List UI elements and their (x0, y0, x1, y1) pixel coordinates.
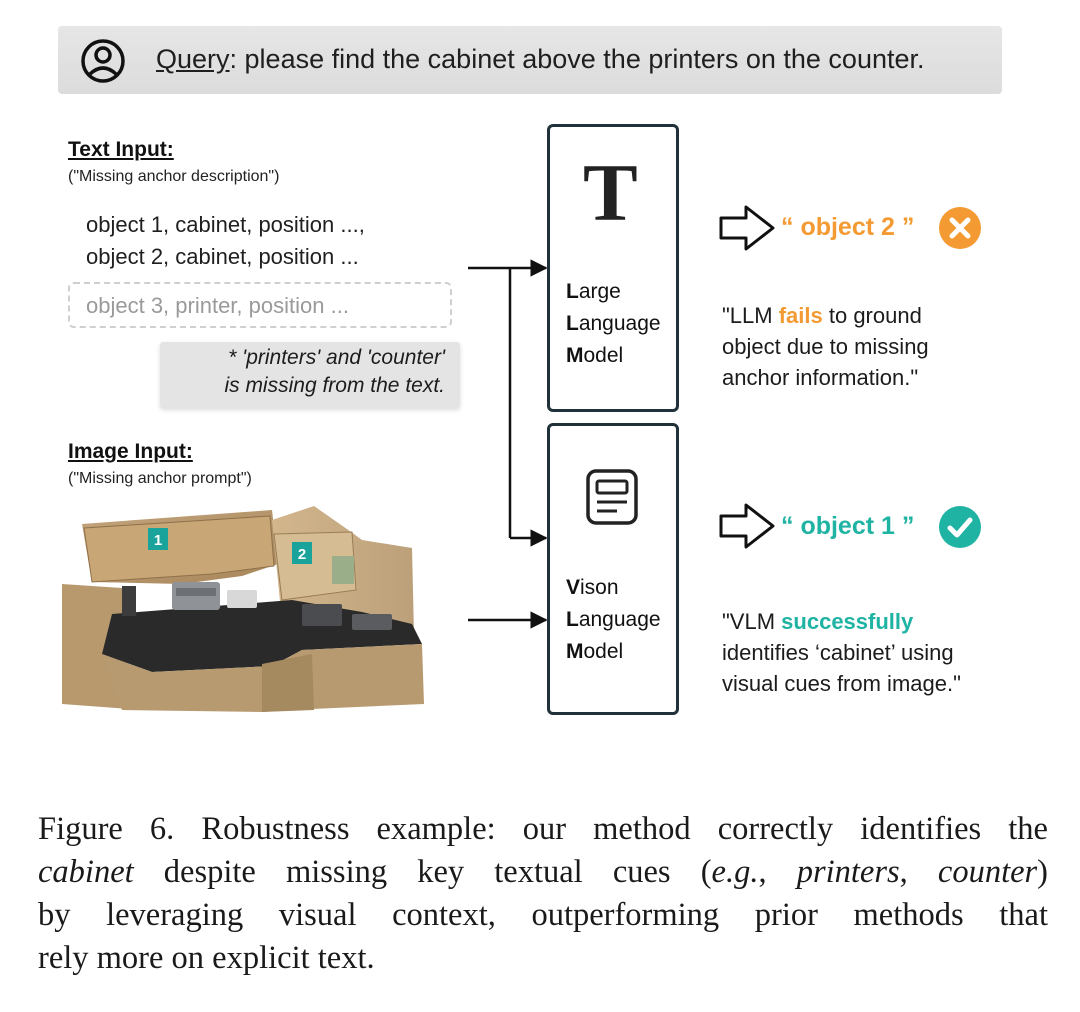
vlm-box (547, 423, 679, 715)
text-input-heading: Text Input: (68, 138, 174, 161)
llm-result: “ object 2 ” (781, 213, 915, 241)
llm-name-line-2: Language (566, 312, 661, 335)
caption-line-2: cabinet despite missing key textual cues… (38, 854, 1048, 890)
caption-line-3: by leveraging visual context, outperform… (38, 897, 1048, 933)
caption-line-4: rely more on explicit text. (38, 940, 375, 976)
vlm-name-line-1: Vison (566, 576, 619, 599)
fail-x-icon (939, 207, 981, 249)
marker-1 (148, 528, 168, 550)
missing-object-box (68, 282, 452, 328)
llm-name-line-3: Model (566, 344, 624, 367)
vlm-name: Vison Language Model (566, 572, 661, 668)
query-bar (58, 26, 1002, 94)
vlm-output-arrow-icon (719, 503, 775, 549)
llm-quote: "LLM fails to ground object due to missi… (722, 300, 929, 393)
llm-box (547, 124, 679, 412)
success-check-icon (939, 506, 981, 548)
figure-caption: Figure 6. Robustness example: our method… (38, 808, 1048, 980)
llm-output-arrow-icon (719, 205, 775, 251)
text-input-subtitle: ("Missing anchor description") (68, 168, 280, 185)
vlm-quote: "VLM successfully identifies ‘cabinet’ u… (722, 606, 961, 699)
scene-image: 1 2 (62, 506, 424, 712)
vlm-quote-line-1: "VLM successfully (722, 609, 914, 634)
text-object-1: object 1, cabinet, position ..., (86, 212, 365, 237)
user-icon (81, 39, 125, 83)
llm-quote-line-1: "LLM fails to ground (722, 303, 922, 328)
caption-line-1: Figure 6. Robustness example: our method… (38, 811, 1048, 847)
input-arrows (468, 259, 548, 629)
missing-object-text: object 3, printer, position ... (86, 293, 349, 318)
query-label: Query (156, 44, 230, 74)
successfully-highlight: successfully (781, 609, 914, 634)
document-icon (586, 469, 638, 525)
image-input-heading: Image Input: (68, 440, 193, 463)
marker-2-label: 2 (298, 546, 306, 563)
vlm-name-line-3: Model (566, 640, 624, 663)
missing-note-box (160, 342, 460, 408)
text-object-2: object 2, cabinet, position ... (86, 244, 359, 269)
image-input-subtitle: ("Missing anchor prompt") (68, 470, 252, 487)
marker-2 (292, 542, 312, 564)
vlm-result: “ object 1 ” (781, 512, 915, 540)
marker-1-label: 1 (154, 532, 162, 549)
query-text: Query: please find the cabinet above the… (156, 44, 925, 75)
llm-quote-line-2: object due to missing (722, 334, 929, 359)
vlm-quote-line-3: visual cues from image." (722, 671, 961, 696)
vlm-quote-line-2: identifies ‘cabinet’ using (722, 640, 954, 665)
vlm-name-line-2: Language (566, 608, 661, 631)
fails-highlight: fails (778, 303, 823, 328)
query-content: : please find the cabinet above the prin… (229, 44, 925, 74)
missing-note-line-1: * 'printers' and 'counter' (228, 346, 445, 369)
text-t-icon: T (583, 147, 638, 238)
llm-name: Large Language Model (566, 276, 661, 372)
llm-name-line-1: Large (566, 280, 621, 303)
llm-quote-line-3: anchor information." (722, 365, 919, 390)
missing-note-line-2: is missing from the text. (224, 374, 445, 397)
